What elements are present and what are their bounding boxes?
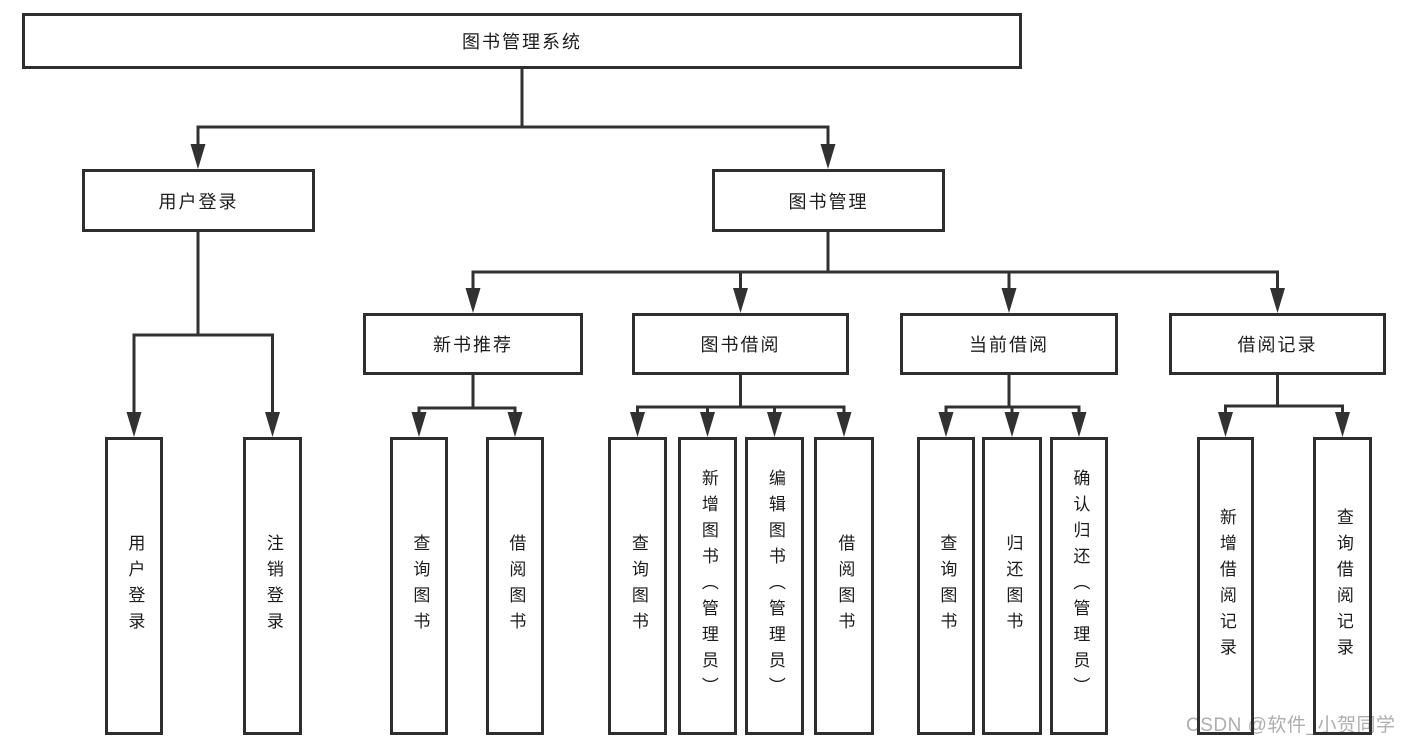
node-leaf-label: 查询图书 (410, 534, 430, 638)
node-leaf-borrow-books-1: 借阅图书 (486, 437, 544, 735)
node-book-management-label: 图书管理 (788, 191, 869, 212)
node-user-login: 用户登录 (82, 169, 315, 232)
node-leaf-query-books-3: 查询图书 (917, 437, 975, 735)
node-leaf-add-book-admin: 新增图书（管理员） (678, 437, 737, 735)
node-leaf-query-books-2: 查询图书 (608, 437, 667, 735)
node-leaf-label: 确认归还（管理员） (1070, 469, 1090, 703)
node-leaf-label: 新增借阅记录 (1216, 508, 1236, 664)
node-current-borrow-label: 当前借阅 (969, 335, 1049, 355)
node-book-management: 图书管理 (712, 169, 945, 232)
node-leaf-return-book: 归还图书 (982, 437, 1042, 735)
node-leaf-label: 用户登录 (125, 534, 145, 638)
node-book-borrow-label: 图书借阅 (700, 335, 781, 355)
arrowheads (126, 144, 1350, 437)
node-leaf-label: 查询图书 (628, 534, 648, 638)
node-leaf-label: 借阅图书 (506, 534, 526, 638)
node-leaf-user-login: 用户登录 (105, 437, 163, 735)
node-current-borrow: 当前借阅 (900, 313, 1118, 375)
node-user-login-label: 用户登录 (158, 191, 239, 212)
node-new-book-recommend-label: 新书推荐 (433, 335, 513, 355)
node-borrow-records-label: 借阅记录 (1237, 335, 1318, 355)
node-leaf-label: 查询图书 (937, 534, 957, 638)
node-leaf-borrow-books-2: 借阅图书 (814, 437, 874, 735)
node-leaf-add-borrow-record: 新增借阅记录 (1197, 437, 1254, 735)
node-leaf-label: 编辑图书（管理员） (765, 469, 785, 703)
node-leaf-label: 新增图书（管理员） (698, 469, 718, 703)
node-leaf-edit-book-admin: 编辑图书（管理员） (745, 437, 804, 735)
node-new-book-recommend: 新书推荐 (363, 313, 583, 375)
node-leaf-label: 注销登录 (263, 534, 283, 638)
node-leaf-logout: 注销登录 (243, 437, 302, 735)
node-leaf-label: 借阅图书 (835, 534, 855, 638)
node-borrow-records: 借阅记录 (1169, 313, 1386, 375)
node-leaf-label: 查询借阅记录 (1333, 508, 1353, 664)
node-root-label: 图书管理系统 (462, 32, 582, 52)
node-leaf-label: 归还图书 (1003, 534, 1023, 638)
node-book-borrow: 图书借阅 (632, 313, 849, 375)
node-leaf-query-borrow-record: 查询借阅记录 (1313, 437, 1372, 735)
node-leaf-query-books-1: 查询图书 (390, 437, 448, 735)
node-root: 图书管理系统 (22, 13, 1022, 69)
csdn-watermark: CSDN @软件_小贺同学 (1186, 715, 1396, 736)
node-leaf-confirm-return-admin: 确认归还（管理员） (1050, 437, 1108, 735)
